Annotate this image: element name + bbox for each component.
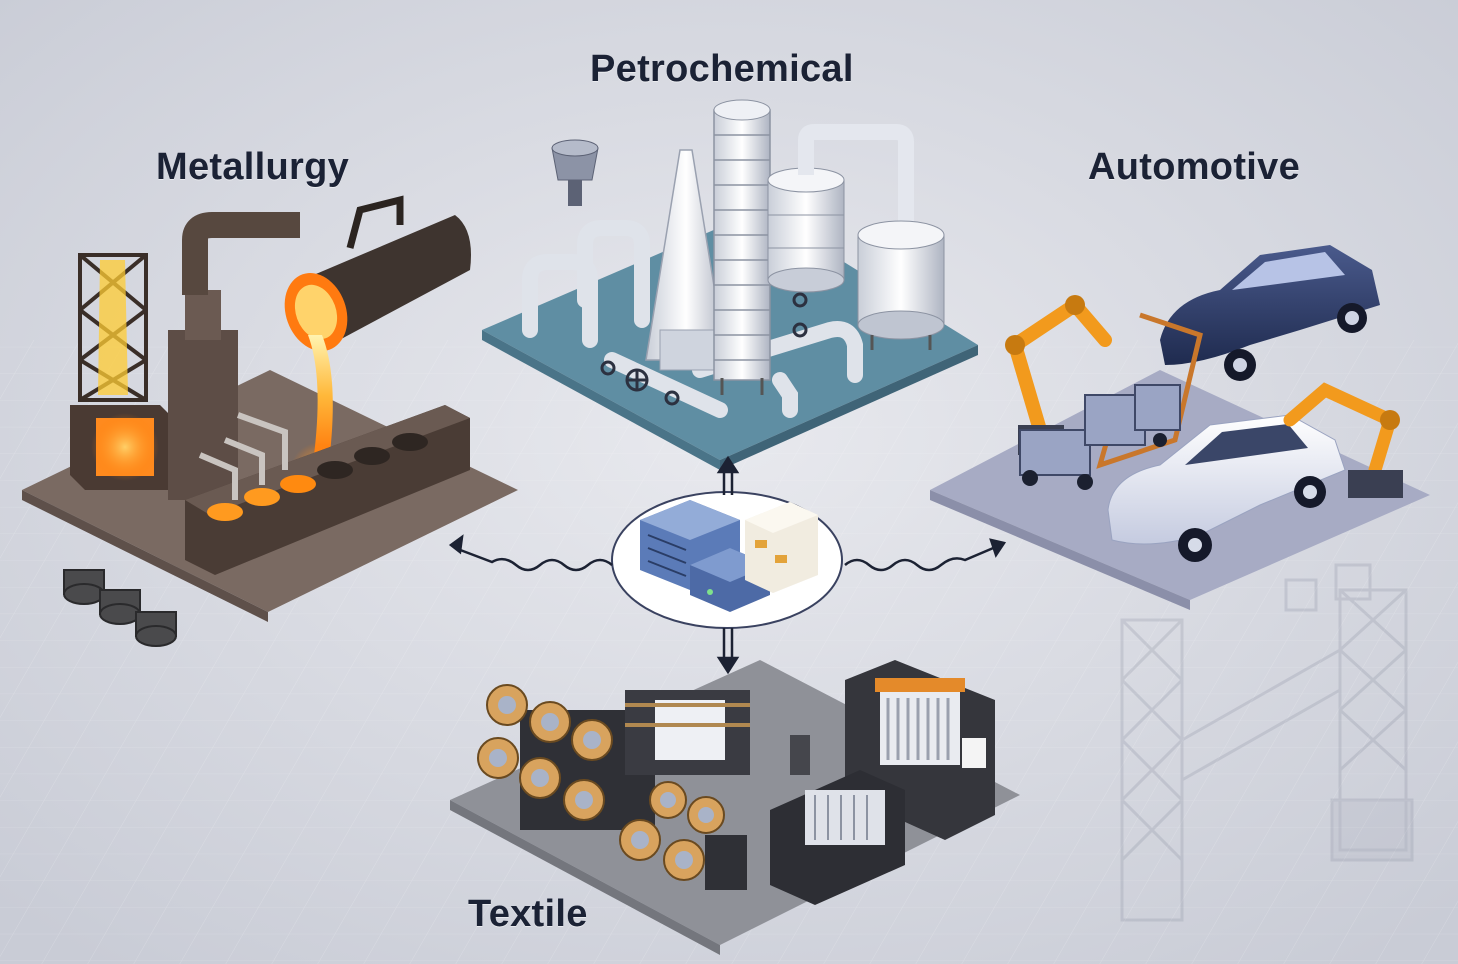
weaving-frame: [770, 770, 905, 905]
distillation-column: [713, 99, 771, 395]
petrochemical-illustration: [482, 99, 978, 470]
reactor-drum: [767, 167, 845, 293]
engine-blocks: [1019, 384, 1181, 476]
bobbin-creel: [477, 684, 725, 881]
molten-pour: [308, 335, 333, 470]
label-metallurgy: Metallurgy: [156, 146, 350, 188]
car-dark-icon: [1160, 245, 1380, 381]
ladle-icon: [284, 195, 471, 351]
automotive-illustration: [930, 245, 1430, 610]
cabinet-icon: [745, 502, 818, 593]
robot-arm-left: [1006, 295, 1112, 437]
metallurgy-illustration: [22, 195, 518, 647]
metal-ingots: [63, 569, 177, 647]
control-hub: [611, 491, 843, 629]
textile-illustration: [450, 660, 1020, 955]
car-white-icon: [1107, 414, 1346, 562]
hopper-icon: [551, 139, 599, 206]
connector-up: [716, 455, 740, 495]
connector-left: [448, 534, 613, 572]
mold-cups: [207, 433, 428, 521]
background-crane-icon: [1120, 563, 1414, 922]
robot-arm-right: [1283, 382, 1398, 477]
label-automotive: Automotive: [1088, 146, 1300, 188]
label-petrochemical: Petrochemical: [590, 48, 854, 90]
label-textile: Textile: [468, 893, 588, 935]
connector-down: [716, 628, 740, 675]
storage-tank: [857, 220, 945, 350]
connector-right: [844, 538, 1007, 572]
loom-machine: [625, 690, 750, 890]
